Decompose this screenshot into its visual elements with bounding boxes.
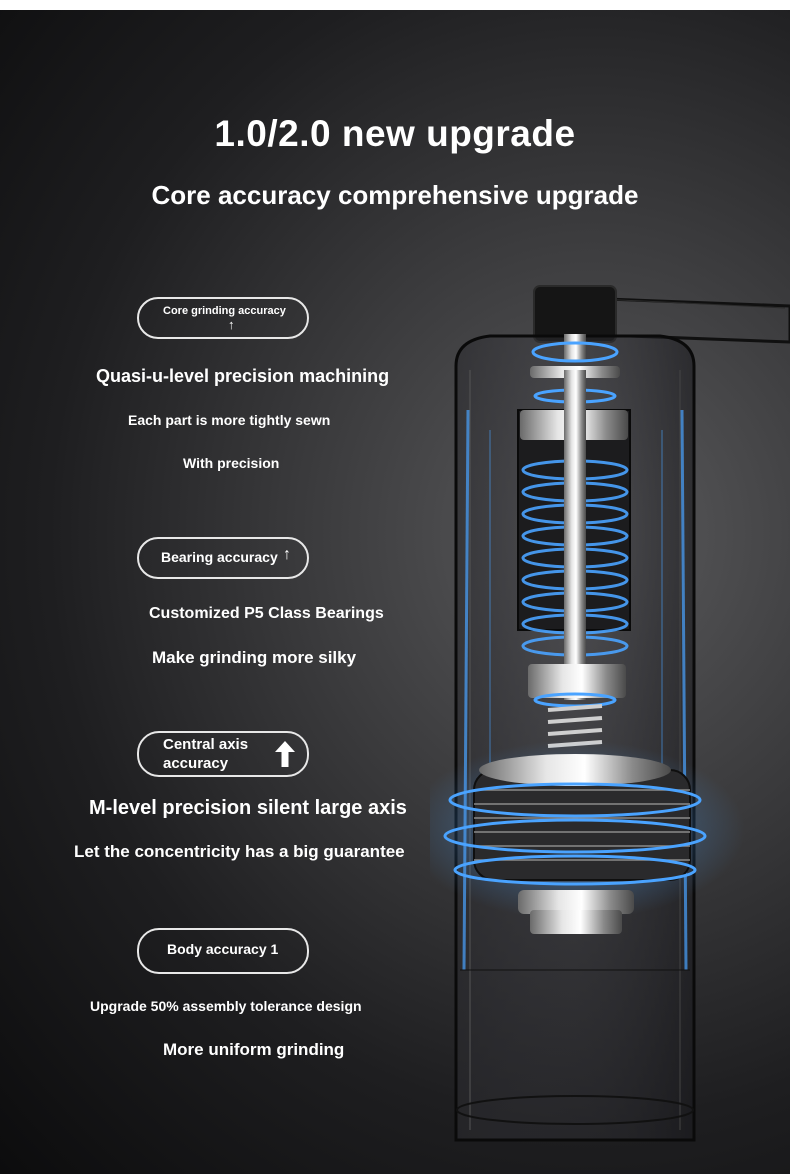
section-line: With precision	[183, 455, 280, 471]
up-arrow-icon	[275, 741, 295, 767]
badge-label: accuracy	[163, 755, 229, 772]
product-panel: 1.0/2.0 new upgrade Core accuracy compre…	[0, 10, 790, 1174]
section-line: More uniform grinding	[163, 1040, 345, 1059]
badge-label: Bearing accuracy	[161, 549, 278, 565]
section-line: M-level precision silent large axis	[89, 797, 407, 819]
badge-core-grinding-accuracy: Core grinding accuracy ↑	[137, 297, 309, 339]
section-line: Each part is more tightly sewn	[128, 412, 331, 428]
section-line: Customized P5 Class Bearings	[149, 605, 384, 622]
badge-bearing-accuracy: Bearing accuracy ↑	[137, 537, 309, 579]
section-line: Quasi-u-level precision machining	[96, 366, 390, 386]
section-line: Let the concentricity has a big guarante…	[74, 842, 405, 861]
badge-label: Body accuracy 1	[167, 941, 279, 957]
up-arrow-icon: ↑	[228, 317, 235, 332]
badge-label: Core grinding accuracy	[163, 305, 286, 317]
badge-central-axis-accuracy: Central axis accuracy	[137, 731, 309, 777]
section-line: Upgrade 50% assembly tolerance design	[90, 998, 362, 1014]
page-title: 1.0/2.0 new upgrade	[214, 113, 576, 154]
badge-label: Central axis	[163, 736, 249, 753]
up-arrow-icon: ↑	[283, 546, 291, 563]
badge-body-accuracy: Body accuracy 1	[137, 928, 309, 974]
page-subtitle: Core accuracy comprehensive upgrade	[151, 180, 639, 210]
grinder-illustration	[430, 285, 790, 1142]
section-line: Make grinding more silky	[152, 648, 357, 667]
